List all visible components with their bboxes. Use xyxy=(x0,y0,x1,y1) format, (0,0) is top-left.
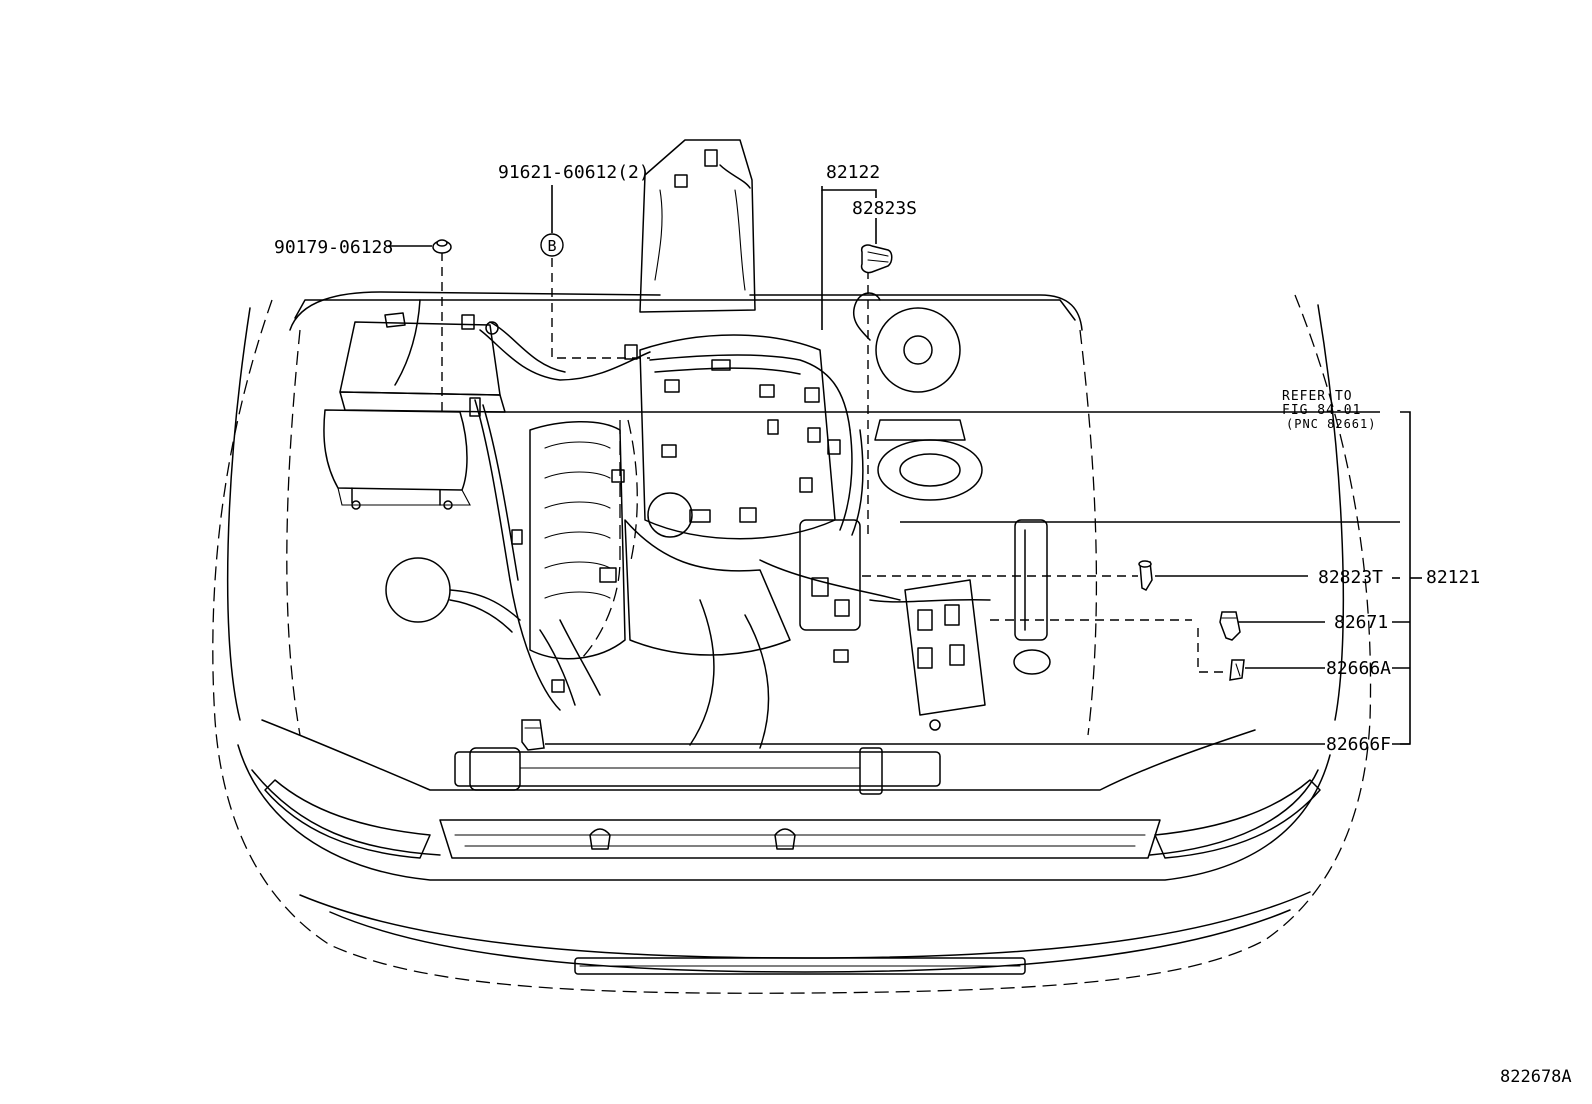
part-glyphs xyxy=(432,239,1245,751)
callout-marker-b-letter: B xyxy=(547,237,556,255)
callout-marker-b: B xyxy=(540,233,564,257)
callout-82121: 82121 xyxy=(1426,567,1480,588)
refer-note-line-1: REFER TO xyxy=(1282,389,1353,404)
callout-82671: 82671 xyxy=(1334,612,1388,633)
protector-icon xyxy=(1229,659,1245,681)
leader-lines xyxy=(388,185,1422,745)
clip-icon xyxy=(1138,560,1153,591)
clamp-icon xyxy=(860,244,893,274)
callout-82122: 82122 xyxy=(826,162,880,183)
cover-icon xyxy=(1219,611,1241,641)
engine-bay-illustration xyxy=(212,139,1372,994)
refer-note-line-3: (PNC 82661) xyxy=(1286,417,1376,431)
callout-82666f: 82666F xyxy=(1326,734,1391,755)
protector-f-icon xyxy=(521,719,545,751)
refer-note-line-2: FIG 84-01 xyxy=(1282,403,1361,418)
callout-91621-60612: 91621-60612(2) xyxy=(498,162,650,183)
callout-82823t: 82823T xyxy=(1318,567,1383,588)
callout-labels: 90179-06128 91621-60612(2) B 82122 82823… xyxy=(274,162,1572,1087)
figure-code: 822678A xyxy=(1500,1067,1572,1087)
nut-icon xyxy=(432,239,452,254)
callout-90179-06128: 90179-06128 xyxy=(274,237,393,258)
callout-82823s: 82823S xyxy=(852,198,917,219)
callout-82666a: 82666A xyxy=(1326,658,1391,679)
